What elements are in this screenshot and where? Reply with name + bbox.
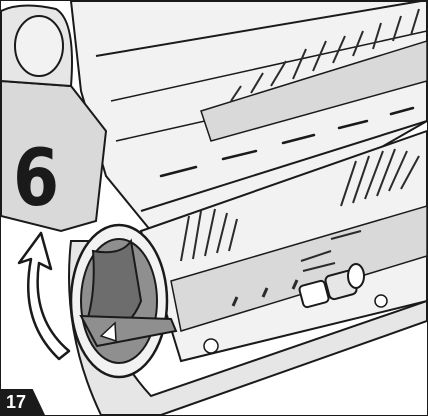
- roller-end-hub: [298, 263, 365, 309]
- casing-front-edge: [140, 120, 427, 212]
- upper-brush-channel: [200, 40, 427, 142]
- step-number: 17: [6, 392, 27, 412]
- upper-bristles: [230, 8, 420, 102]
- lower-bristles: [180, 148, 420, 272]
- axle-cap-top: [14, 15, 64, 77]
- edge-tufts: [231, 279, 299, 307]
- end-cap-grip: [79, 314, 178, 348]
- unlock-triangle-icon: [99, 321, 117, 343]
- position-digit-label: 6: [13, 134, 60, 224]
- casing-top-rim: [95, 1, 422, 57]
- rotate-arrow-icon: [17, 231, 71, 361]
- screw-hole-right: [374, 294, 388, 308]
- casing-slots: [159, 106, 415, 178]
- screw-hole-left: [203, 338, 219, 354]
